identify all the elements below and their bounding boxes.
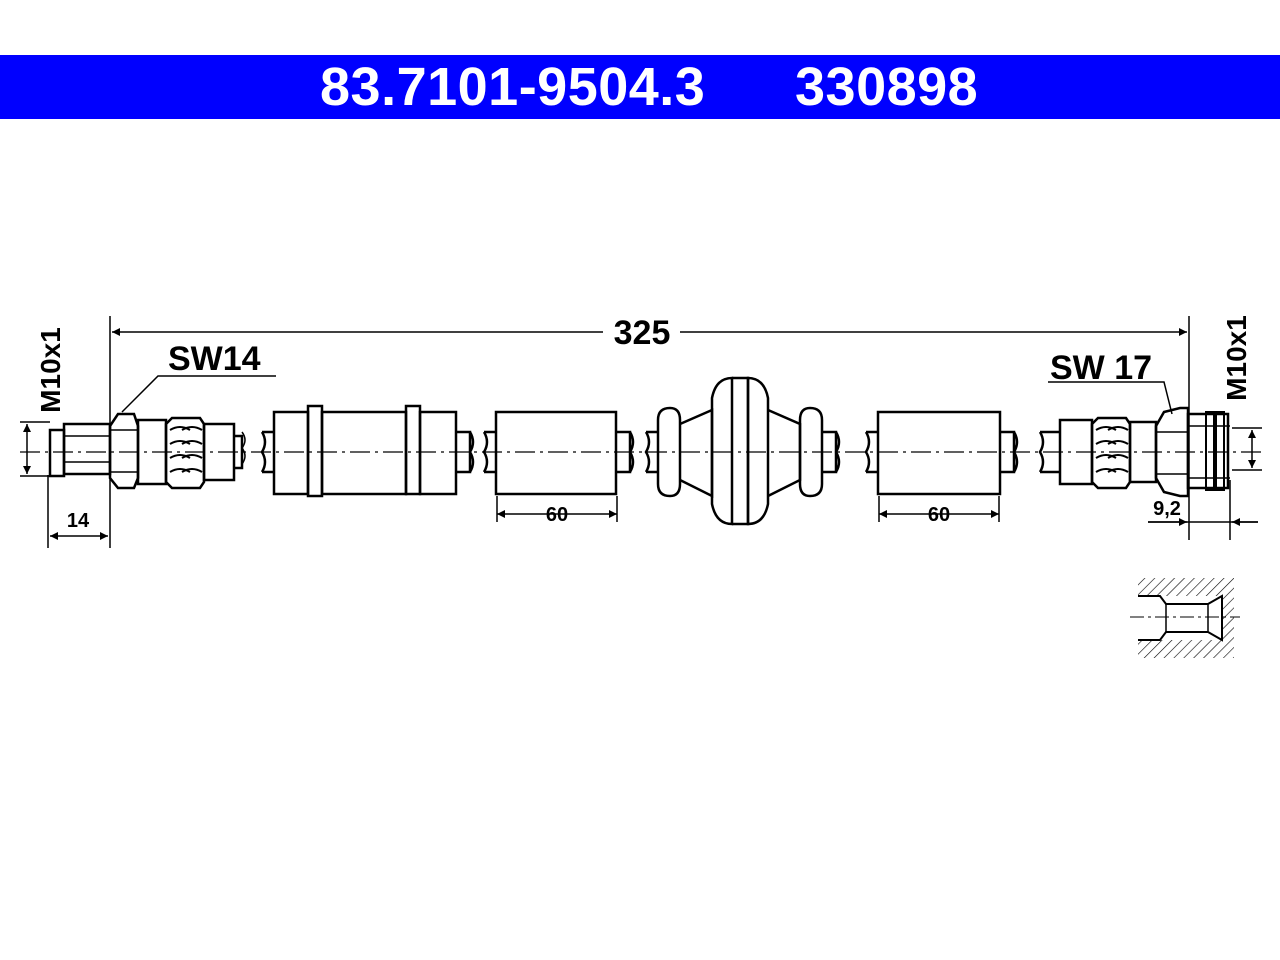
sw17-leader bbox=[1048, 381, 1173, 415]
part-number: 83.7101-9504.3 bbox=[320, 57, 706, 117]
total-length-label: 325 bbox=[614, 314, 671, 352]
left-sleeve-length-label: 60 bbox=[546, 504, 568, 526]
left-wrench-size-label: SW14 bbox=[168, 340, 261, 378]
left-end-length-label: 14 bbox=[67, 510, 90, 532]
center-grommet bbox=[644, 376, 841, 526]
right-end-fitting bbox=[1038, 406, 1230, 498]
sw14-leader bbox=[121, 375, 276, 413]
right-wrench-size-label: SW 17 bbox=[1050, 349, 1152, 387]
reference-number: 330898 bbox=[795, 57, 979, 117]
left-protective-sleeve bbox=[494, 410, 618, 496]
right-end-length-label: 9,2 bbox=[1153, 498, 1181, 520]
right-sleeve-length-label: 60 bbox=[928, 504, 950, 526]
right-thread-label: M10x1 bbox=[1221, 315, 1252, 401]
section-detail bbox=[1130, 578, 1240, 658]
title-bar: 83.7101-9504.3 330898 bbox=[0, 55, 1280, 119]
left-thread-label: M10x1 bbox=[35, 327, 66, 413]
left-bracket-sleeve bbox=[272, 404, 458, 498]
left-end-fitting bbox=[48, 412, 246, 490]
right-protective-sleeve bbox=[876, 410, 1002, 496]
